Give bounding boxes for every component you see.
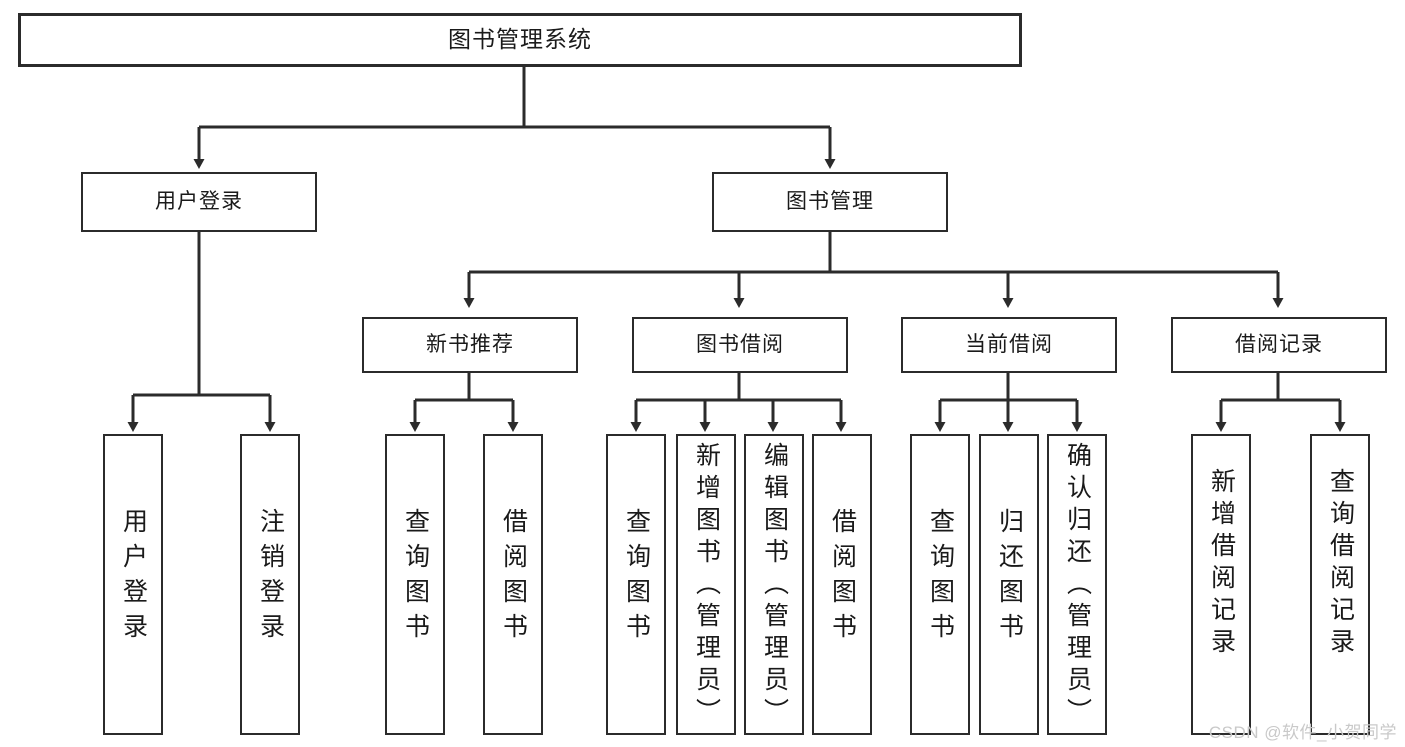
leaf-return-book-label: 归还图书 bbox=[995, 508, 1024, 648]
leaf-edit-book-admin-label: 编辑图书（管理员） bbox=[760, 442, 789, 730]
leaf-add-borrow-record[interactable]: 新增借阅记录 bbox=[1191, 434, 1251, 735]
leaf-query-book-borrow[interactable]: 查询图书 bbox=[606, 434, 666, 735]
node-user-login[interactable]: 用户登录 bbox=[81, 172, 317, 232]
node-book-borrow-label: 图书借阅 bbox=[696, 332, 784, 356]
leaf-borrow-book-recommend-label: 借阅图书 bbox=[499, 508, 528, 648]
node-user-login-label: 用户登录 bbox=[155, 189, 243, 213]
leaf-query-book-current-label: 查询图书 bbox=[926, 508, 955, 648]
leaf-edit-book-admin[interactable]: 编辑图书（管理员） bbox=[744, 434, 804, 735]
leaf-borrow-book-borrow-label: 借阅图书 bbox=[828, 508, 857, 648]
leaf-query-book-recommend[interactable]: 查询图书 bbox=[385, 434, 445, 735]
leaf-query-book-current[interactable]: 查询图书 bbox=[910, 434, 970, 735]
leaf-query-book-borrow-label: 查询图书 bbox=[622, 508, 651, 648]
leaf-confirm-return-admin-label: 确认归还（管理员） bbox=[1063, 442, 1092, 730]
leaf-user-login-label: 用户登录 bbox=[119, 508, 148, 648]
node-new-book-recommend[interactable]: 新书推荐 bbox=[362, 317, 578, 373]
leaf-confirm-return-admin[interactable]: 确认归还（管理员） bbox=[1047, 434, 1107, 735]
node-current-borrow[interactable]: 当前借阅 bbox=[901, 317, 1117, 373]
leaf-return-book[interactable]: 归还图书 bbox=[979, 434, 1039, 735]
node-new-book-recommend-label: 新书推荐 bbox=[426, 332, 514, 356]
node-root-label: 图书管理系统 bbox=[448, 26, 592, 53]
leaf-query-borrow-record-label: 查询借阅记录 bbox=[1326, 468, 1355, 660]
leaf-borrow-book-recommend[interactable]: 借阅图书 bbox=[483, 434, 543, 735]
leaf-query-borrow-record[interactable]: 查询借阅记录 bbox=[1310, 434, 1370, 735]
leaf-add-borrow-record-label: 新增借阅记录 bbox=[1207, 468, 1236, 660]
leaf-logout-login-label: 注销登录 bbox=[256, 508, 285, 648]
node-root[interactable]: 图书管理系统 bbox=[18, 13, 1022, 67]
leaf-add-book-admin[interactable]: 新增图书（管理员） bbox=[676, 434, 736, 735]
leaf-add-book-admin-label: 新增图书（管理员） bbox=[692, 442, 721, 730]
node-borrow-record[interactable]: 借阅记录 bbox=[1171, 317, 1387, 373]
node-book-manage[interactable]: 图书管理 bbox=[712, 172, 948, 232]
leaf-logout-login[interactable]: 注销登录 bbox=[240, 434, 300, 735]
leaf-borrow-book-borrow[interactable]: 借阅图书 bbox=[812, 434, 872, 735]
leaf-query-book-recommend-label: 查询图书 bbox=[401, 508, 430, 648]
csdn-watermark: CSDN @软件_小贺同学 bbox=[1208, 723, 1397, 742]
leaf-user-login[interactable]: 用户登录 bbox=[103, 434, 163, 735]
node-borrow-record-label: 借阅记录 bbox=[1235, 332, 1323, 356]
node-current-borrow-label: 当前借阅 bbox=[965, 332, 1053, 356]
node-book-borrow[interactable]: 图书借阅 bbox=[632, 317, 848, 373]
node-book-manage-label: 图书管理 bbox=[786, 189, 874, 213]
